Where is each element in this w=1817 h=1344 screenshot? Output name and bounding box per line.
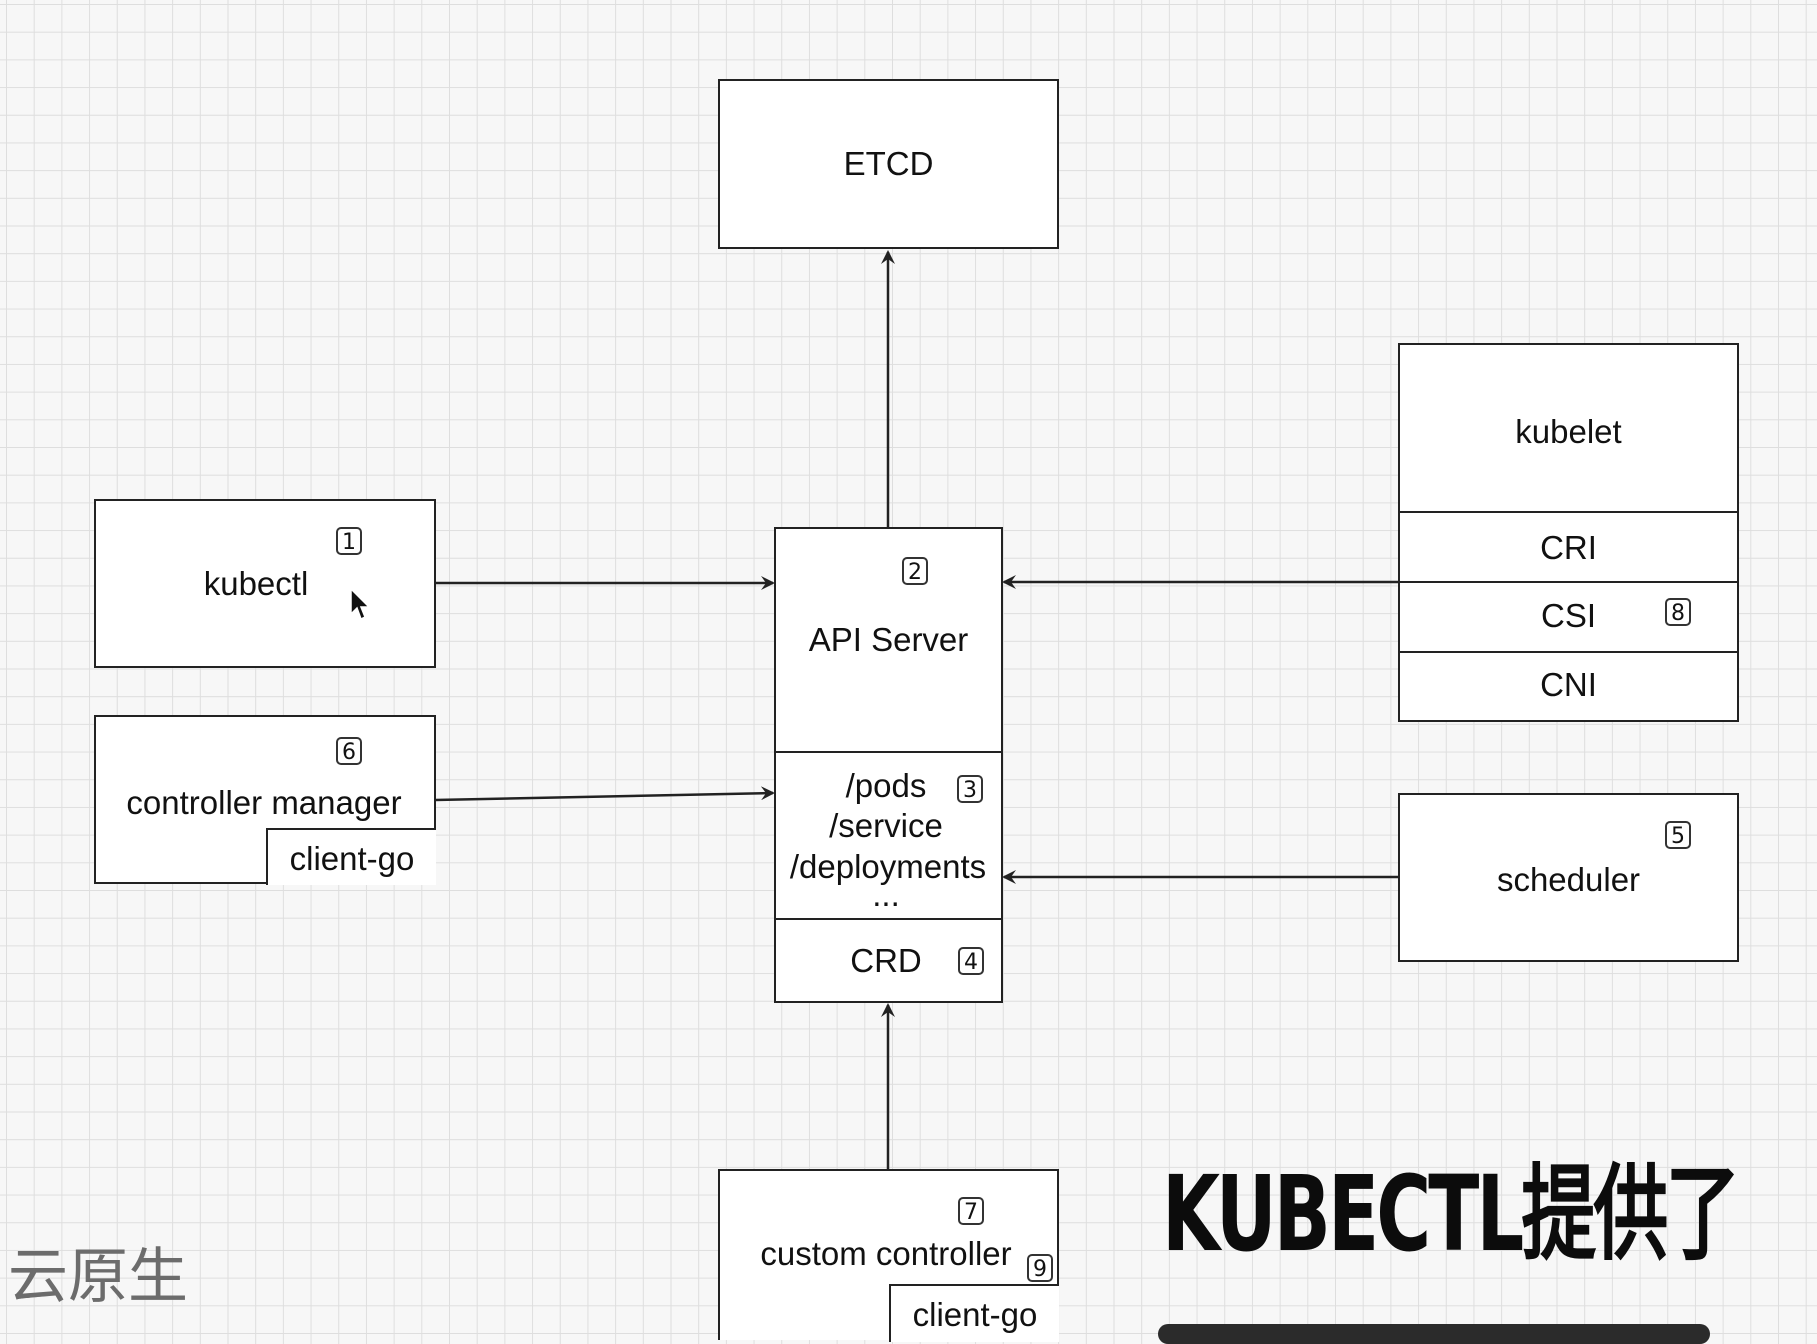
api-server-label: API Server xyxy=(808,621,969,658)
scheduler-badge: 5 xyxy=(1665,821,1691,849)
custom-controller-badge-secondary: 9 xyxy=(1027,1254,1053,1282)
resource-path-service: /service xyxy=(829,807,943,844)
kubelet-cri-label: CRI xyxy=(1540,529,1597,566)
api-server-badge: 2 xyxy=(902,557,928,585)
kubelet-divider-2 xyxy=(1400,581,1737,583)
custom-controller-label: custom controller xyxy=(760,1235,1012,1272)
mouse-cursor-icon xyxy=(350,588,371,621)
kubectl-badge: 1 xyxy=(336,527,362,555)
kubelet-csi-label: CSI xyxy=(1540,597,1596,634)
kubelet-cni-label: CNI xyxy=(1540,666,1597,703)
resource-path-deployments: /deployments xyxy=(789,848,987,885)
video-caption: KUBECTL提供了 xyxy=(1162,1153,1740,1275)
kubectl-box[interactable]: kubectl 1 xyxy=(94,499,436,668)
controller-manager-client-go-label: client-go xyxy=(289,840,415,877)
custom-controller-box[interactable]: 7 custom controller 9 client-go xyxy=(718,1169,1059,1342)
kubelet-box[interactable]: kubelet CRI CSI 8 CNI xyxy=(1398,343,1739,722)
scheduler-label: scheduler xyxy=(1496,861,1641,898)
kubelet-label: kubelet xyxy=(1515,413,1622,450)
resources-badge: 3 xyxy=(957,775,983,803)
kubectl-label: kubectl xyxy=(203,565,309,602)
custom-controller-client-go-label: client-go xyxy=(912,1296,1038,1333)
caption-bar xyxy=(1158,1324,1710,1344)
etcd-box[interactable]: ETCD xyxy=(718,79,1059,249)
channel-watermark: 云原生 xyxy=(8,1242,188,1312)
resource-path-ellipsis: ... xyxy=(872,876,900,913)
scheduler-box[interactable]: 5 scheduler xyxy=(1398,793,1739,962)
controller-manager-label: controller manager xyxy=(126,784,402,821)
api-server-divider-2 xyxy=(776,918,1001,920)
controller-manager-box[interactable]: 6 controller manager client-go xyxy=(94,715,436,885)
custom-controller-client-go-box[interactable]: client-go xyxy=(889,1284,1059,1342)
resource-path-pods: /pods xyxy=(845,767,927,804)
kubelet-divider-3 xyxy=(1400,651,1737,653)
arrow-controller-manager-to-api xyxy=(434,786,775,802)
api-server-divider-1 xyxy=(776,751,1001,753)
etcd-label: ETCD xyxy=(843,145,934,182)
kubelet-divider-1 xyxy=(1400,511,1737,513)
api-server-box[interactable]: 2 API Server /pods /service /deployments… xyxy=(774,527,1003,1003)
controller-manager-client-go-box[interactable]: client-go xyxy=(266,828,436,885)
controller-manager-badge: 6 xyxy=(336,737,362,765)
crd-badge: 4 xyxy=(958,947,984,975)
kubelet-badge: 8 xyxy=(1665,598,1691,626)
custom-controller-badge: 7 xyxy=(958,1197,984,1225)
crd-label: CRD xyxy=(850,942,922,979)
